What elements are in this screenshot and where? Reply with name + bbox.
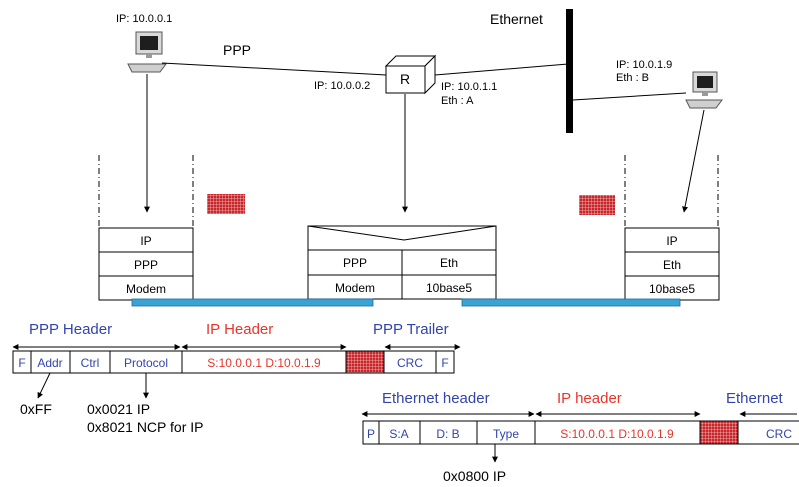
eth-ip-content: S:10.0.0.1 D:10.0.1.9 <box>560 427 674 441</box>
ppp-link-label: PPP <box>223 42 251 58</box>
eth-field-source: S:A <box>389 427 408 441</box>
packet-icon <box>579 195 615 215</box>
host-right-eth: Eth : B <box>616 72 649 84</box>
ppp-physical-link <box>131 298 374 307</box>
type-value: 0x0800 IP <box>443 468 506 484</box>
ppp-ip-header-label: IP Header <box>206 321 273 338</box>
eth-field-crc: CRC <box>766 427 792 441</box>
protocol-value-ip: 0x0021 IP <box>87 401 150 417</box>
left-stack-ip: IP <box>140 234 151 248</box>
eth-trailer-label: Ethernet <box>726 390 784 407</box>
eth-field-type: Type <box>493 427 519 441</box>
right-stack-eth: Eth <box>663 258 681 272</box>
left-stack-modem: Modem <box>126 282 166 296</box>
eth-field-dest: D: B <box>436 427 459 441</box>
ppp-field-addr: Addr <box>37 356 62 370</box>
ppp-field-ctrl: Ctrl <box>81 356 100 370</box>
ppp-field-protocol: Protocol <box>124 356 168 370</box>
host-right-ip: IP: 10.0.1.9 <box>616 59 672 71</box>
router-left-ip: IP: 10.0.0.2 <box>314 80 370 92</box>
ethernet-frame <box>362 420 799 445</box>
ppp-link-line <box>161 62 387 76</box>
ppp-field-flag: F <box>18 356 25 370</box>
host-left-computer-icon <box>127 31 167 73</box>
host-right-computer-icon <box>685 71 723 109</box>
eth-ip-header-label: IP header <box>557 390 622 407</box>
right-stack-10base5: 10base5 <box>649 282 695 296</box>
ppp-field-crc: CRC <box>397 356 423 370</box>
router-stack-eth: Eth <box>440 256 458 270</box>
ethernet-physical-link <box>461 298 681 307</box>
right-stack-ip: IP <box>666 234 677 248</box>
ppp-trailer-label: PPP Trailer <box>373 321 449 338</box>
router-stack-10base5: 10base5 <box>426 281 472 295</box>
right-protocol-stack <box>624 227 720 301</box>
eth-field-preamble: P <box>367 427 375 441</box>
left-protocol-stack <box>98 227 194 301</box>
router-stack-modem: Modem <box>335 281 375 295</box>
ethernet-label: Ethernet <box>490 11 543 27</box>
packet-icon <box>207 194 245 214</box>
router-label: R <box>400 71 410 87</box>
addr-value: 0xFF <box>20 401 52 417</box>
left-stack-ppp: PPP <box>134 258 158 272</box>
eth-header-label: Ethernet header <box>382 390 490 407</box>
ethernet-host-link <box>572 92 687 101</box>
router-right-eth: Eth : A <box>441 95 474 107</box>
host-left-ip: IP: 10.0.0.1 <box>116 13 172 25</box>
router-stack-ppp: PPP <box>343 256 367 270</box>
addr-arrow <box>37 372 51 399</box>
router-icon <box>384 54 437 95</box>
router-ethernet-link <box>434 63 569 76</box>
ppp-ip-content: S:10.0.0.1 D:10.0.1.9 <box>207 356 321 370</box>
ppp-header-label: PPP Header <box>29 321 112 338</box>
router-protocol-stack <box>307 225 497 300</box>
ppp-frame <box>12 350 455 374</box>
router-right-ip: IP: 10.0.1.1 <box>441 81 497 93</box>
ethernet-bus <box>566 9 573 133</box>
host-right-down-arrow <box>682 109 705 213</box>
ppp-field-flag-end: F <box>441 356 448 370</box>
protocol-value-ncp: 0x8021 NCP for IP <box>87 419 203 435</box>
